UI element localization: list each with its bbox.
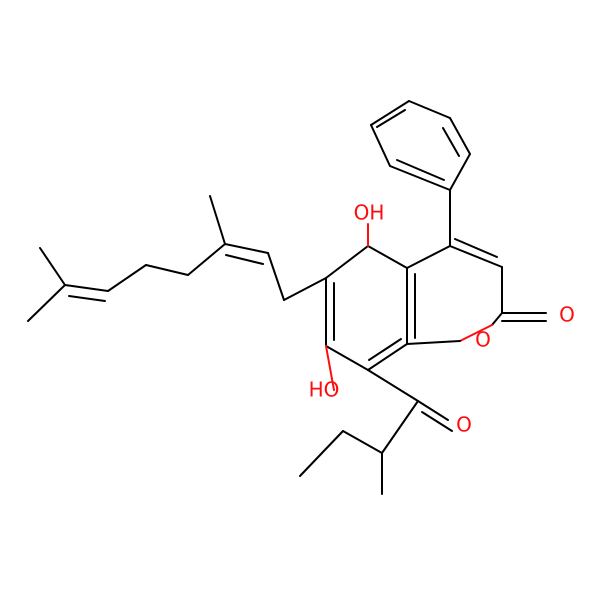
bond (367, 369, 419, 402)
bond (406, 245, 451, 269)
hydroxyl-left-label: HO (309, 378, 340, 402)
bond (325, 345, 335, 391)
bond (381, 400, 419, 454)
bond (64, 284, 109, 292)
bond (283, 277, 327, 301)
bond (449, 117, 471, 155)
bond (459, 324, 493, 342)
bond (449, 153, 471, 191)
acyl-chain (299, 369, 453, 495)
bond (454, 238, 498, 258)
bond (145, 264, 189, 276)
geranyl-chain (27, 195, 327, 322)
bond (406, 340, 461, 345)
bond (209, 195, 226, 245)
hydroxyl-top-label: OH (354, 201, 385, 225)
bond (267, 252, 285, 301)
lactone-carbonyl-oxygen-label: O (559, 303, 575, 327)
bond (442, 127, 460, 157)
bond (224, 243, 269, 254)
phenyl-ring (370, 100, 471, 191)
bond (107, 264, 147, 292)
coumarin-core (325, 189, 547, 391)
bond (370, 124, 391, 167)
bond (187, 243, 226, 276)
bond (342, 430, 383, 454)
bond (370, 100, 410, 126)
bond (299, 430, 344, 477)
bond (325, 345, 369, 371)
bond (396, 159, 445, 181)
ring-oxygen-label: O (475, 328, 491, 352)
bond (39, 247, 66, 286)
bond (367, 343, 408, 371)
bond (417, 400, 449, 421)
bond (408, 100, 451, 119)
bond (449, 245, 503, 268)
bond (389, 165, 451, 191)
ketone-oxygen-label: O (456, 413, 472, 437)
bond (368, 338, 402, 361)
bond (376, 109, 406, 128)
bond (225, 254, 264, 265)
bond (421, 411, 453, 432)
bond (325, 245, 369, 279)
bond (27, 284, 66, 322)
bond (68, 295, 106, 302)
bond (367, 245, 408, 269)
bond (491, 312, 503, 326)
